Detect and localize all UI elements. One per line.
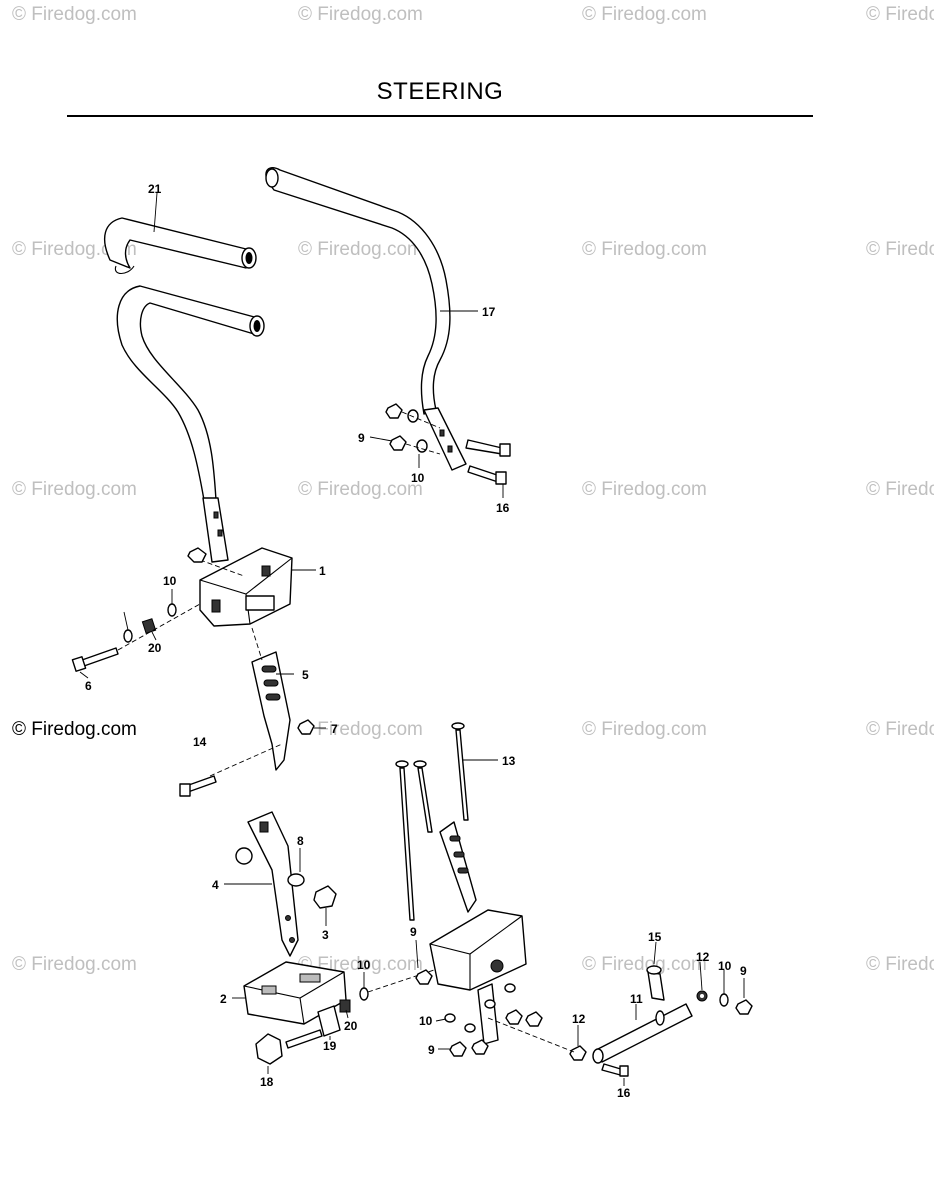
callout-9: 9 xyxy=(410,925,417,939)
title-rule xyxy=(67,115,813,117)
base-plate-2 xyxy=(243,961,347,1025)
watermark: © Firedog.com xyxy=(866,479,934,500)
callout-14: 14 xyxy=(193,735,207,749)
callout-20: 20 xyxy=(344,1019,358,1033)
callout-3: 3 xyxy=(322,928,329,942)
handle-bar-21 xyxy=(103,217,257,275)
watermark-layer: © Firedog.com © Firedog.com © Firedog.co… xyxy=(12,4,934,975)
callout-9: 9 xyxy=(740,964,747,978)
callout-13: 13 xyxy=(502,754,516,768)
callout-4: 4 xyxy=(212,878,219,892)
callout-16: 16 xyxy=(496,501,510,515)
callouts: 21 17 9 10 16 1 10 20 6 5 7 14 13 8 4 3 … xyxy=(85,182,747,1100)
lever-assembly-4 xyxy=(235,811,337,957)
handle-bar-17 xyxy=(265,166,511,485)
watermark: © Firedog.com xyxy=(866,239,934,260)
callout-19: 19 xyxy=(323,1039,337,1053)
handle-bar-left xyxy=(116,285,265,563)
watermark: © Firedog.com xyxy=(12,479,137,500)
callout-12: 12 xyxy=(572,1012,586,1026)
callout-17: 17 xyxy=(482,305,496,319)
watermark-dark: © Firedog.com xyxy=(12,719,137,740)
callout-5: 5 xyxy=(302,668,309,682)
watermark: © Firedog.com xyxy=(582,239,707,260)
callout-10: 10 xyxy=(419,1014,433,1028)
callout-8: 8 xyxy=(297,834,304,848)
callout-15: 15 xyxy=(648,930,662,944)
callout-10: 10 xyxy=(718,959,732,973)
callout-18: 18 xyxy=(260,1075,274,1089)
callout-10: 10 xyxy=(411,471,425,485)
watermark: © Firedog.com xyxy=(866,4,934,25)
callout-12: 12 xyxy=(696,950,710,964)
leader-lines xyxy=(79,192,745,1086)
control-tower xyxy=(395,722,543,1057)
page-title: STEERING xyxy=(376,78,504,105)
watermark: © Firedog.com xyxy=(298,4,423,25)
callout-1: 1 xyxy=(319,564,326,578)
callout-16: 16 xyxy=(617,1086,631,1100)
callout-10: 10 xyxy=(163,574,177,588)
watermark: © Firedog.com xyxy=(582,719,707,740)
watermark: © Firedog.com xyxy=(298,719,423,740)
callout-10: 10 xyxy=(357,958,371,972)
bolt-assembly-6 xyxy=(71,603,201,672)
steering-bracket-1 xyxy=(187,547,293,627)
callout-9: 9 xyxy=(428,1043,435,1057)
watermark: © Firedog.com xyxy=(298,239,423,260)
watermark: © Firedog.com xyxy=(866,954,934,975)
callout-20: 20 xyxy=(148,641,162,655)
watermark: © Firedog.com xyxy=(582,479,707,500)
callout-7: 7 xyxy=(331,722,338,736)
lever-5 xyxy=(179,627,315,797)
callout-11: 11 xyxy=(630,992,643,1006)
callout-2: 2 xyxy=(220,992,227,1006)
watermark: © Firedog.com xyxy=(298,479,423,500)
watermark: © Firedog.com xyxy=(582,954,707,975)
callout-21: 21 xyxy=(148,182,162,196)
watermark: © Firedog.com xyxy=(866,719,934,740)
callout-9: 9 xyxy=(358,431,365,445)
watermark: © Firedog.com xyxy=(12,954,137,975)
callout-6: 6 xyxy=(85,679,92,693)
watermark: © Firedog.com xyxy=(582,4,707,25)
linkage-rod-11 xyxy=(487,965,753,1077)
knob-assembly-18 xyxy=(255,967,441,1065)
watermark: © Firedog.com xyxy=(12,4,137,25)
